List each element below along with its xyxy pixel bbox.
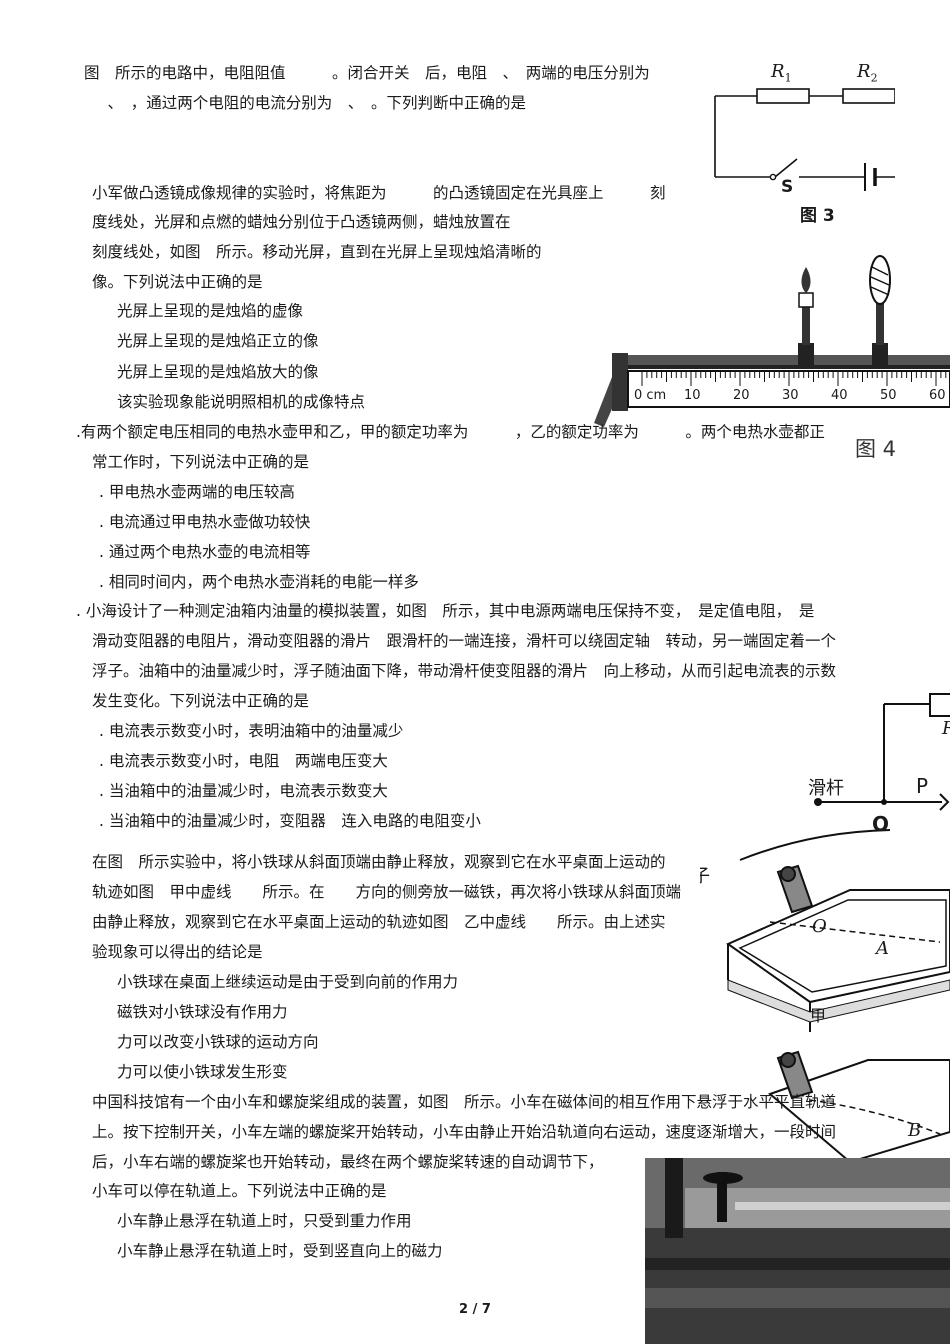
q2-line-2: 度线处，光屏和点燃的蜡烛分别位于凸透镜两侧，蜡烛放置在: [92, 213, 511, 231]
q2-option-a: 光屏上呈现的是烛焰的虚像: [117, 302, 304, 320]
q5-option-a: 小铁球在桌面上继续运动是由于受到向前的作用力: [117, 973, 459, 991]
q4-line-2: 滑动变阻器的电阻片，滑动变阻器的滑片 跟滑杆的一端连接，滑杆可以绕固定轴 转动，…: [92, 632, 837, 650]
figure-6-iron-ball-table: 浮子 O A 甲 B: [700, 862, 950, 1162]
q6-option-b: 小车静止悬浮在轨道上时，受到竖直向上的磁力: [117, 1242, 443, 1260]
q1-line-1: 图 所示的电路中，电阻阻值 。闭合开关 后，电阻 、 两端的电压分别为: [84, 64, 650, 82]
q4-line-1: . 小海设计了一种测定油箱内油量的模拟装置，如图 所示，其中电源两端电压保持不变…: [76, 602, 815, 620]
point-b-label: B: [908, 1120, 922, 1141]
q2-option-c: 光屏上呈现的是烛焰放大的像: [117, 363, 319, 381]
scale-label: 30: [782, 388, 799, 403]
figure-5-oil-gauge: R 滑杆 P O: [690, 692, 950, 867]
q6-line-2: 上。按下控制开关，小车左端的螺旋桨开始转动，小车由静止开始沿轨道向右运动，速度逐…: [92, 1123, 837, 1141]
r1-label: R: [771, 61, 785, 82]
figure-4-optical-bench: 0 cm 10 20 30 40 50 60 图 4: [590, 255, 950, 470]
q2-line-4: 像。下列说法中正确的是: [92, 273, 263, 291]
page-number: 2 / 7: [459, 1302, 491, 1317]
point-a-label: A: [876, 938, 889, 959]
q5-line-1: 在图 所示实验中，将小铁球从斜面顶端由静止释放，观察到它在水平桌面上运动的: [92, 853, 666, 871]
q5-line-2: 轨迹如图 甲中虚线 所示。在 方向的侧旁放一磁铁，再次将小铁球从斜面顶端: [92, 883, 682, 901]
q4-option-b: . 电流表示数变小时，电阻 两端电压变大: [99, 752, 388, 770]
r2-subscript: 2: [870, 71, 878, 85]
resistor-r-label: R: [942, 718, 950, 739]
q4-line-3: 浮子。油箱中的油量减少时，浮子随油面下降，带动滑杆使变阻器的滑片 向上移动，从而…: [92, 662, 837, 680]
q5-option-c: 力可以改变小铁球的运动方向: [117, 1033, 319, 1051]
scale-label: 40: [831, 388, 848, 403]
q6-option-a: 小车静止悬浮在轨道上时，只受到重力作用: [117, 1212, 412, 1230]
q3-line-2: 常工作时，下列说法中正确的是: [92, 453, 310, 471]
q3-option-c: . 通过两个电热水壶的电流相等: [99, 543, 311, 561]
q4-option-c: . 当油箱中的油量减少时，电流表示数变大: [99, 782, 388, 800]
q2-line-1: 小军做凸透镜成像规律的实验时，将焦距为 的凸透镜固定在光具座上 刻: [92, 184, 666, 202]
rod-label: 滑杆: [808, 778, 844, 799]
q4-option-d: . 当油箱中的油量减少时，变阻器 连入电路的电阻变小: [99, 812, 481, 830]
slider-p-label: P: [916, 774, 929, 798]
q2-option-d: 该实验现象能说明照相机的成像特点: [117, 393, 366, 411]
figure-7-propeller-car-photo: [645, 1158, 950, 1344]
figure-3-caption: 图 3: [800, 206, 835, 226]
q4-line-4: 发生变化。下列说法中正确的是: [92, 692, 310, 710]
scale-label: 50: [880, 388, 897, 403]
q3-option-a: . 甲电热水壶两端的电压较高: [99, 483, 295, 501]
switch-label: S: [781, 177, 794, 197]
q2-option-b: 光屏上呈现的是烛焰正立的像: [117, 332, 319, 350]
scale-label: 20: [733, 388, 750, 403]
q3-option-b: . 电流通过甲电热水壶做功较快: [99, 513, 311, 531]
q1-line-2: 、 ，通过两个电阻的电流分别为 、 。下列判断中正确的是: [92, 94, 527, 112]
float-label: 浮子: [700, 866, 710, 887]
figure-3-circuit: R1 R2 S 图 3: [705, 55, 895, 230]
r2-label: R: [857, 61, 871, 82]
q3-line-1: .有两个额定电压相同的电热水壶甲和乙，甲的额定功率为 ，乙的额定功率为 。两个电…: [76, 423, 825, 441]
scale-label: 60: [929, 388, 946, 403]
q6-line-1: 中国科技馆有一个由小车和螺旋桨组成的装置，如图 所示。小车在磁体间的相互作用下悬…: [92, 1093, 837, 1111]
q3-option-d: . 相同时间内，两个电热水壶消耗的电能一样多: [99, 573, 419, 591]
scale-label: 10: [684, 388, 701, 403]
figure-6-jia-label: 甲: [810, 1006, 827, 1025]
scale-label: 0 cm: [634, 388, 667, 403]
q5-line-4: 验现象可以得出的结论是: [92, 943, 263, 961]
q5-option-b: 磁铁对小铁球没有作用力: [117, 1003, 288, 1021]
q6-line-3: 后，小车右端的螺旋桨也开始转动，最终在两个螺旋桨转速的自动调节下，: [92, 1153, 604, 1171]
q5-line-3: 由静止释放，观察到它在水平桌面上运动的轨迹如图 乙中虚线 所示。由上述实: [92, 913, 666, 931]
q4-option-a: . 电流表示数变小时，表明油箱中的油量减少: [99, 722, 404, 740]
figure-4-caption: 图 4: [855, 437, 897, 461]
ball-o-label: O: [812, 916, 827, 937]
q2-line-3: 刻度线处，如图 所示。移动光屏，直到在光屏上呈现烛焰清晰的: [92, 243, 542, 261]
q5-option-d: 力可以使小铁球发生形变: [117, 1063, 288, 1081]
r1-subscript: 1: [784, 71, 792, 85]
q6-line-4: 小车可以停在轨道上。下列说法中正确的是: [92, 1182, 387, 1200]
pivot-o-label: O: [872, 812, 890, 836]
